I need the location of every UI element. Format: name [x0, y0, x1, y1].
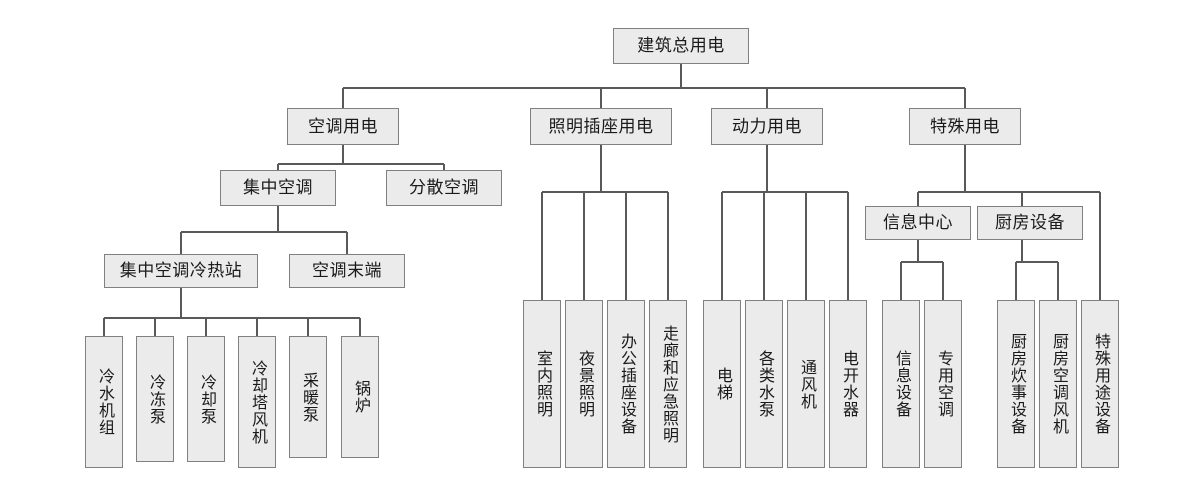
node-label: 夜景照明: [575, 350, 593, 418]
node-water-pumps[interactable]: 各类水泵: [745, 300, 783, 468]
node-label: 厨房炊事设备: [1007, 333, 1025, 435]
node-label: 空调用电: [308, 116, 378, 136]
node-root[interactable]: 建筑总用电: [613, 28, 749, 64]
node-label: 厨房空调风机: [1049, 333, 1067, 435]
node-elevator[interactable]: 电梯: [703, 300, 741, 468]
node-ac-terminal[interactable]: 空调末端: [289, 254, 405, 288]
node-label: 电开水器: [839, 350, 857, 418]
node-night-lighting[interactable]: 夜景照明: [565, 300, 603, 468]
node-power[interactable]: 动力用电: [711, 108, 823, 145]
node-info-center[interactable]: 信息中心: [865, 206, 971, 240]
node-ventilation-fan[interactable]: 通风机: [787, 300, 825, 468]
node-label: 建筑总用电: [637, 36, 725, 56]
node-label: 特殊用电: [930, 116, 1000, 136]
node-lighting[interactable]: 照明插座用电: [530, 108, 672, 145]
node-label: 室内照明: [533, 350, 551, 418]
node-chiller[interactable]: 冷水机组: [85, 336, 123, 468]
node-hvac[interactable]: 空调用电: [287, 108, 399, 145]
node-label: 集中空调: [243, 178, 313, 198]
node-indoor-lighting[interactable]: 室内照明: [523, 300, 561, 468]
node-corridor-emergency[interactable]: 走廊和应急照明: [649, 300, 687, 468]
node-central-ac[interactable]: 集中空调: [220, 170, 336, 206]
node-special-purpose[interactable]: 特殊用途设备: [1081, 300, 1119, 468]
node-label: 专用空调: [934, 350, 952, 418]
node-label: 通风机: [797, 358, 815, 410]
node-label: 厨房设备: [995, 213, 1065, 233]
node-label: 冷冻泵: [146, 373, 164, 425]
node-info-equipment[interactable]: 信息设备: [882, 300, 920, 468]
node-kitchen-equip[interactable]: 厨房设备: [977, 206, 1083, 240]
node-label: 采暖泵: [299, 371, 317, 423]
node-label: 电梯: [713, 367, 731, 401]
node-label: 冷却塔风机: [248, 359, 266, 445]
node-label: 信息中心: [883, 213, 953, 233]
node-water-heater[interactable]: 电开水器: [829, 300, 867, 468]
node-kitchen-cooking[interactable]: 厨房炊事设备: [997, 300, 1035, 468]
node-label: 走廊和应急照明: [659, 324, 677, 444]
node-label: 冷水机组: [95, 368, 113, 436]
node-cooling-heating-station[interactable]: 集中空调冷热站: [104, 254, 258, 288]
node-label: 冷却泵: [197, 373, 215, 425]
node-label: 照明插座用电: [548, 116, 654, 136]
node-boiler[interactable]: 锅炉: [341, 336, 379, 458]
node-label: 分散空调: [409, 178, 479, 198]
node-heating-pump[interactable]: 采暖泵: [289, 336, 327, 458]
node-label: 各类水泵: [755, 350, 773, 418]
node-cooling-tower-fan[interactable]: 冷却塔风机: [238, 336, 276, 468]
node-label: 空调末端: [312, 261, 382, 281]
node-label: 锅炉: [351, 380, 369, 414]
node-office-socket[interactable]: 办公插座设备: [607, 300, 645, 468]
node-kitchen-ac-fan[interactable]: 厨房空调风机: [1039, 300, 1077, 468]
node-split-ac[interactable]: 分散空调: [386, 170, 502, 206]
node-label: 集中空调冷热站: [119, 261, 243, 281]
node-chilled-pump[interactable]: 冷冻泵: [136, 336, 174, 462]
node-cooling-pump[interactable]: 冷却泵: [187, 336, 225, 462]
node-label: 动力用电: [732, 116, 802, 136]
node-dedicated-ac[interactable]: 专用空调: [924, 300, 962, 468]
node-label: 办公插座设备: [617, 333, 635, 435]
node-special[interactable]: 特殊用电: [909, 108, 1021, 145]
node-label: 特殊用途设备: [1091, 333, 1109, 435]
node-label: 信息设备: [892, 350, 910, 418]
